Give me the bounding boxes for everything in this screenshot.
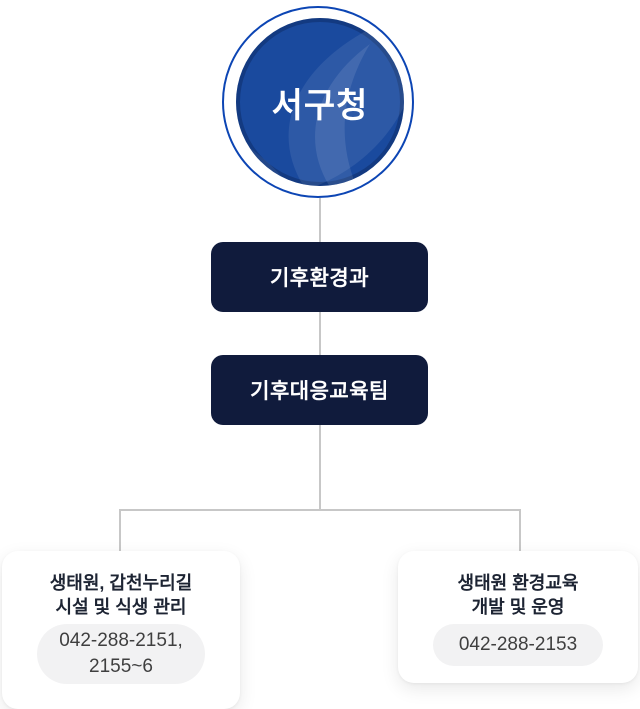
duty-card-education-program: 생태원 환경교육 개발 및 운영 042-288-2153 [398, 551, 638, 683]
duty-title-line1: 생태원 환경교육 [457, 573, 579, 593]
duty-card-title: 생태원, 갑천누리길 시설 및 식생 관리 [50, 571, 192, 619]
connector-branch-right [519, 509, 521, 551]
node-team: 기후대응교육팀 [211, 355, 428, 425]
duty-card-facility-management: 생태원, 갑천누리길 시설 및 식생 관리 042-288-2151, 2155… [2, 551, 240, 709]
phone-number-line1: 042-288-2151, [59, 630, 183, 651]
phone-number-line1: 042-288-2153 [458, 634, 578, 655]
logo-swirl-graphic [236, 18, 404, 186]
connector-dept-to-team [319, 312, 321, 355]
duty-title-line2: 개발 및 운영 [471, 597, 565, 617]
duty-title-line1: 생태원, 갑천누리길 [49, 573, 193, 593]
phone-badge: 042-288-2151, 2155~6 [37, 624, 205, 684]
root-circle: 서구청 [236, 18, 404, 186]
root-label: 서구청 [271, 86, 369, 125]
phone-badge: 042-288-2153 [433, 624, 603, 666]
node-department: 기후환경과 [211, 242, 428, 312]
connector-branch-horizontal [119, 509, 521, 511]
connector-branch-left [119, 509, 121, 551]
phone-number-line2: 2155~6 [89, 656, 153, 677]
connector-root-to-dept [319, 198, 321, 242]
duty-title-line2: 시설 및 식생 관리 [55, 597, 187, 617]
node-team-label: 기후대응교육팀 [250, 380, 389, 403]
connector-team-to-branch [319, 425, 321, 511]
root-circle-outer-ring [222, 6, 414, 198]
duty-card-title: 생태원 환경교육 개발 및 운영 [458, 571, 579, 619]
node-department-label: 기후환경과 [269, 267, 370, 290]
